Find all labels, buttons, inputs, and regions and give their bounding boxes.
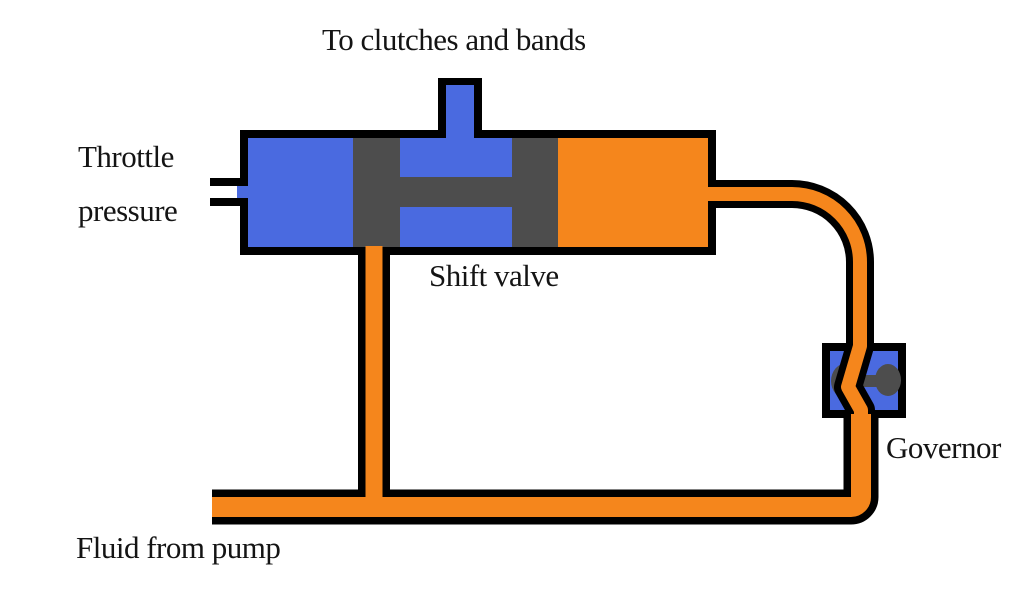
valve-to-governor-pipe-fluid — [708, 187, 868, 424]
valve-to-governor-pipe-casing — [708, 180, 875, 424]
label-throttle-line1: Throttle — [78, 139, 174, 174]
label-throttle-pressure: Throttle pressure — [78, 130, 178, 238]
label-shift-valve: Shift valve — [429, 258, 559, 293]
spool-land-left — [353, 138, 400, 247]
label-governor: Governor — [886, 430, 1001, 465]
label-throttle-line2: pressure — [78, 193, 178, 228]
valve-lower-port — [400, 207, 512, 247]
pump-supply-pipe-casing — [212, 414, 879, 525]
valve-right-chamber — [558, 138, 708, 247]
label-fluid-from-pump: Fluid from pump — [76, 530, 281, 565]
label-to-clutches-and-bands: To clutches and bands — [322, 22, 586, 57]
clutch-port-fluid — [446, 85, 474, 145]
clutch-line-port — [438, 78, 482, 145]
throttle-port-channel — [210, 186, 237, 198]
throttle-pressure-port — [210, 178, 248, 206]
governor-weight-right — [875, 364, 901, 396]
valve-left-chamber — [248, 138, 353, 247]
spool-rod — [400, 177, 512, 207]
pump-supply-pipe-fluid — [212, 414, 871, 517]
spool-land-right — [512, 138, 558, 247]
shift-valve — [240, 130, 716, 255]
throttle-port-fluid — [237, 186, 248, 198]
